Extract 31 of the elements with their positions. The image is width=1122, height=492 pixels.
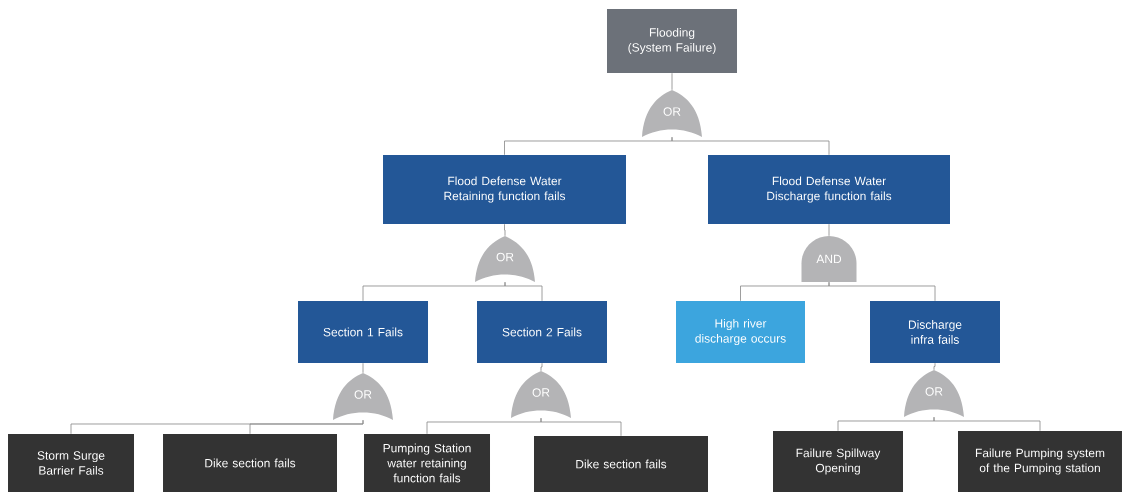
connector-line <box>933 362 936 371</box>
connector-line <box>933 416 1041 432</box>
event-box: Dike section fails <box>534 436 708 492</box>
event-box: Failure Pumping system of the Pumping station <box>958 431 1122 492</box>
event-box: Flood Defense Water Discharge function fails <box>708 155 950 224</box>
event-box: Flood Defense Water Retaining function fails <box>383 155 626 224</box>
connector-line <box>540 362 543 372</box>
or-gate: OR <box>904 370 964 417</box>
or-gate: OR <box>333 373 393 420</box>
connector-line <box>828 281 936 302</box>
event-box: Failure Spillway Opening <box>773 431 903 492</box>
event-box: Flooding (System Failure) <box>607 9 737 73</box>
connector-line <box>540 417 622 437</box>
event-box: Storm Surge Barrier Fails <box>8 434 134 492</box>
connector-line <box>671 136 830 156</box>
connector-line <box>504 223 506 237</box>
event-box: Section 1 Fails <box>298 301 428 363</box>
or-gate: OR <box>475 236 535 282</box>
event-box: Pumping Station water retaining function fails <box>364 434 490 492</box>
or-gate: OR <box>511 371 571 418</box>
connector-line <box>828 223 830 237</box>
connector-line <box>504 281 543 302</box>
and-gate: AND <box>801 236 857 282</box>
connector-line <box>671 72 673 91</box>
connector-line <box>362 362 364 374</box>
connector-line <box>249 419 364 435</box>
event-box: High river discharge occurs <box>676 301 805 363</box>
or-gate: OR <box>642 90 702 137</box>
event-box: Section 2 Fails <box>477 301 607 363</box>
event-box: Dike section fails <box>163 434 337 492</box>
event-box: Discharge infra fails <box>870 301 1000 363</box>
